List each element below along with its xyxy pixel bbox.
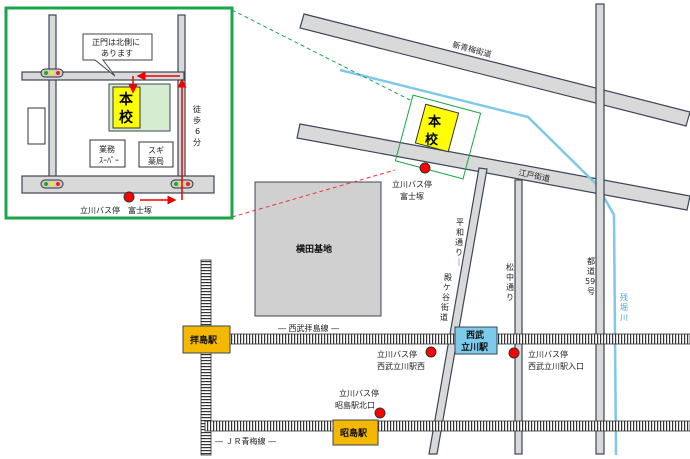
svg-text:西武立川駅入口: 西武立川駅入口 [528,361,584,371]
bus-stop-fujizuka: 立川バス停 富士塚 [392,162,432,201]
svg-text:あります: あります [101,49,133,58]
svg-text:松: 松 [506,262,514,272]
svg-text:中: 中 [506,272,514,282]
school-location: 本 校 [394,94,482,180]
store-sugi-pharmacy: スギ 薬局 [138,141,174,168]
inset-school-label-2: 校 [119,109,134,126]
svg-text:和: 和 [456,228,464,237]
bus-stop-seibu-tachikawa-entrance: 立川バス停 西武立川駅入口 [508,347,584,371]
svg-text:道: 道 [587,266,595,276]
label-yokota-base: 横田基地 [296,243,332,255]
inset-bus-stop-label: 立川バス停 富士塚 [80,205,152,215]
station-akishima[interactable]: 昭島駅 [332,419,379,446]
svg-text:59: 59 [585,277,595,286]
traffic-light-icon [40,179,64,189]
svg-text:歩: 歩 [193,115,201,125]
railway-vertical [200,259,212,456]
svg-text:西武: 西武 [466,329,484,341]
svg-text:徒: 徒 [193,104,201,114]
inset-school-label: 本 [119,91,134,108]
station-haijima[interactable]: 拝島駅 [182,325,231,354]
svg-text:ケ: ケ [443,283,451,292]
svg-text:平: 平 [456,218,464,227]
svg-text:本: 本 [428,114,441,130]
inset-map: 本 校 正門は北側に あります 業務 ｽｰﾊﾟｰ スギ 薬局 徒歩 6 分 [4,6,234,220]
svg-text:｜: ｜ [455,258,463,267]
svg-text:昭島駅: 昭島駅 [340,427,368,439]
road-todo-59 [595,3,605,455]
svg-text:都: 都 [587,257,595,266]
railway-seibu-haijima [184,333,690,345]
store-gyomu-super: 業務 ｽｰﾊﾟｰ [89,139,126,168]
callout-main-gate: 正門は北側に あります [82,33,153,77]
svg-text:6: 6 [195,127,200,136]
inset-bus-stop [123,191,135,203]
svg-text:校: 校 [425,132,439,148]
svg-text:立川駅: 立川駅 [461,341,489,353]
svg-text:街: 街 [441,302,449,312]
svg-text:昭島駅北口: 昭島駅北口 [335,400,375,410]
road-shin-ome-kaido [299,13,690,127]
svg-text:谷: 谷 [442,293,450,302]
zoom-connector-top [231,9,411,101]
label-seibu-line: ― 西武拝島線 ― [278,323,339,333]
svg-text:り: り [506,293,514,302]
svg-text:残: 残 [620,292,628,302]
svg-text:拝島駅: 拝島駅 [190,334,218,346]
svg-text:富士塚: 富士塚 [400,191,424,201]
station-seibu-tachikawa[interactable]: 西武 立川駅 [454,326,498,355]
svg-text:立川バス停: 立川バス停 [392,179,432,189]
walk-time: 徒歩 6 分 [193,104,201,147]
svg-text:道: 道 [440,312,448,322]
svg-text:分: 分 [193,138,201,147]
svg-text:号: 号 [587,287,595,296]
svg-text:り: り [455,248,463,257]
svg-text:通: 通 [506,282,514,292]
label-river: 残堀川 [620,292,628,322]
road-matsunaka [514,179,523,455]
svg-text:西武立川駅西: 西武立川駅西 [377,361,425,371]
svg-text:殿: 殿 [444,273,452,282]
svg-text:正門は北側に: 正門は北側に [92,37,140,47]
svg-text:ｽｰﾊﾟｰ: ｽｰﾊﾟｰ [99,156,119,165]
railway-jr-ome [204,420,690,432]
svg-text:堀: 堀 [620,303,628,312]
label-jr-line: ― ＪＲ青梅線 ― [215,436,276,446]
road-heiwa-dori [428,167,488,455]
bus-stop-seibu-tachikawa-west: 立川バス停 西武立川駅西 [377,346,437,371]
svg-text:川: 川 [620,313,628,322]
svg-text:薬局: 薬局 [148,156,164,166]
road-edo-kaido [296,123,690,211]
route-arrow [128,71,187,205]
svg-text:立川バス停: 立川バス停 [528,349,568,359]
convenience-store [27,107,46,145]
svg-text:立川バス停: 立川バス停 [339,388,379,398]
svg-text:通: 通 [455,237,463,247]
traffic-light-icon [40,68,64,78]
svg-text:スギ: スギ [148,146,164,155]
svg-text:立川バス停: 立川バス停 [377,349,417,359]
svg-text:業務: 業務 [99,144,115,154]
bus-stop-akishima-north: 立川バス停 昭島駅北口 [335,388,386,419]
zoom-connector-bottom [231,169,396,218]
